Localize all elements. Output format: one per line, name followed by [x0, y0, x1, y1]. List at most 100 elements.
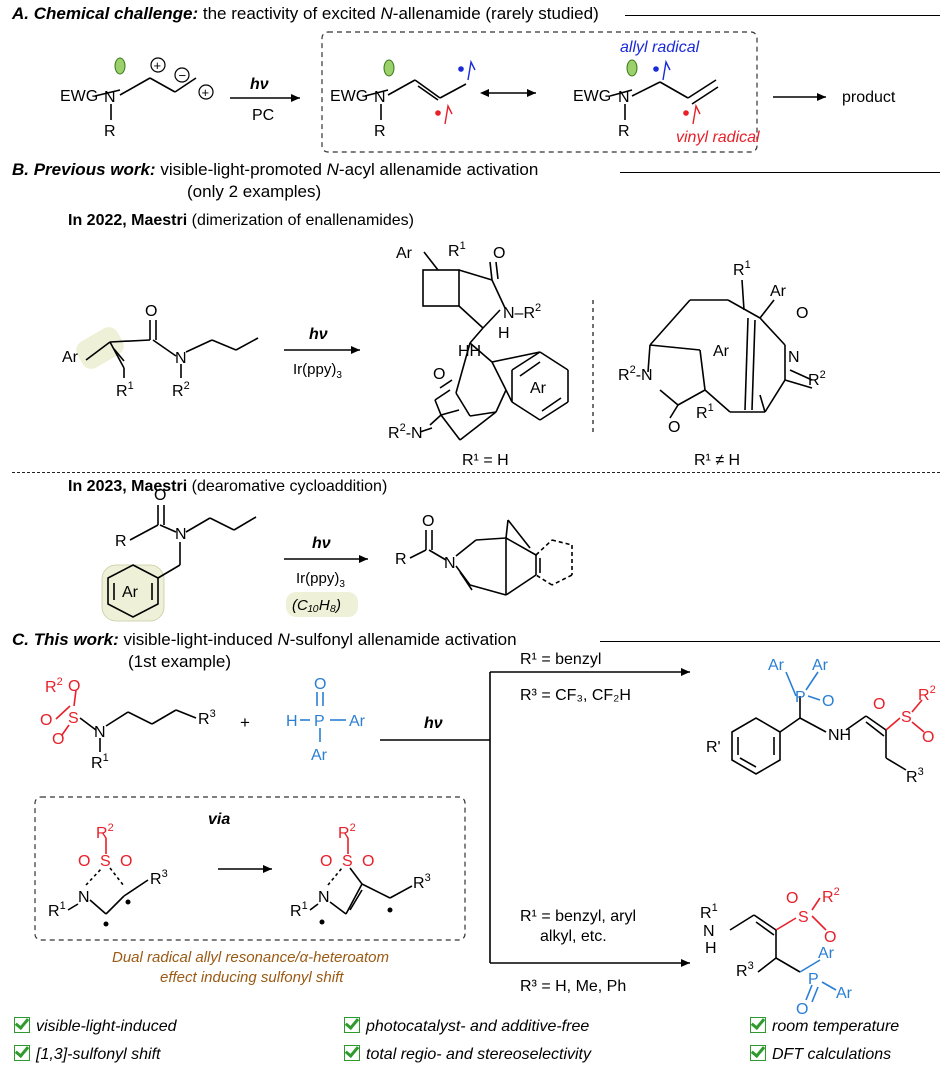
r2n-label: R2-N: [388, 422, 423, 442]
example-divider: [12, 472, 940, 473]
r1-label: R1: [733, 259, 751, 279]
radical-dot: [103, 921, 109, 927]
plus-sign: +: [240, 713, 250, 732]
ewg-label: EWG: [330, 88, 368, 105]
sulfur-label: S: [68, 710, 79, 727]
bottom-r3-condition: R³ = H, Me, Ph: [520, 978, 626, 995]
acyl-allenamide-structure: [107, 505, 257, 618]
section-b-header: B. Previous work: visible-light-promoted…: [12, 160, 539, 179]
feature-catalyst-free: photocatalyst- and additive-free: [344, 1017, 589, 1036]
feature-sulfonyl-shift: [1,3]-sulfonyl shift: [14, 1045, 161, 1064]
nitrogen-label: N: [374, 89, 386, 106]
allyl-radical-label: allyl radical: [620, 39, 700, 56]
oxygen-label: O: [873, 696, 885, 713]
nitrogen-label: N: [788, 349, 800, 366]
red-spin-arrow: [692, 103, 701, 125]
section-b-rule: [620, 172, 940, 173]
hh-label: HH: [458, 343, 481, 360]
enallenamide-structure: [85, 320, 259, 378]
r1-label: R1: [700, 902, 718, 922]
hv-label-c: hν: [424, 715, 443, 732]
ar-label: Ar: [770, 283, 787, 300]
red-radical-dot: [683, 110, 689, 116]
ar-label: Ar: [713, 343, 730, 360]
oxygen-label: O: [120, 853, 132, 870]
svg-text:+: +: [154, 58, 162, 73]
ar-label: Ar: [311, 747, 328, 764]
pc-label: PC: [252, 107, 274, 124]
oxygen-label: O: [362, 853, 374, 870]
oxygen-label: O: [796, 305, 808, 322]
section-c-header: C. This work: visible-light-induced N-su…: [12, 630, 517, 649]
dimer-product-2: [647, 279, 813, 419]
hv-label-a: hν: [250, 76, 269, 93]
r2-label: R2: [338, 822, 356, 842]
r3-label: R3: [413, 872, 431, 892]
cycloadduct-structure: [409, 519, 541, 596]
r1-not-h-label: R¹ ≠ H: [694, 452, 740, 469]
charge-minus: −: [174, 67, 190, 83]
svg-text:−: −: [179, 68, 187, 83]
r1-equals-h-label: R¹ = H: [462, 452, 509, 469]
r1-label: R1: [290, 900, 308, 920]
r2-label: R2: [918, 684, 936, 704]
sulfur-label: S: [901, 709, 912, 726]
product-label: product: [842, 89, 896, 106]
r1-label: R1: [91, 752, 109, 772]
oxygen-label: O: [145, 303, 157, 320]
ar-label: Ar: [812, 657, 829, 674]
ar-label: Ar: [818, 945, 835, 962]
hydrogen-label: H: [286, 713, 298, 730]
oxygen-label: O: [433, 366, 445, 383]
intermediate-1: [67, 838, 149, 915]
svg-text:+: +: [202, 85, 210, 100]
check-icon: [344, 1017, 360, 1033]
ewg-label: EWG: [60, 88, 98, 105]
feature-room-temperature: room temperature: [750, 1017, 899, 1036]
nh-label: NH: [828, 727, 851, 744]
r1-label: R1: [448, 240, 466, 260]
nitrogen-label: N: [94, 724, 106, 741]
check-icon: [14, 1017, 30, 1033]
r3-label: R3: [736, 960, 754, 980]
oxygen-label: O: [822, 693, 834, 710]
check-icon: [750, 1017, 766, 1033]
allenamide-structure: [94, 77, 197, 120]
phosphorus-label: P: [314, 713, 325, 730]
vinyl-radical-label: vinyl radical: [676, 129, 760, 146]
r2-label: R2: [808, 369, 826, 389]
red-spin-arrow: [444, 103, 453, 125]
sulfur-label: S: [342, 853, 353, 870]
section-b-note: (only 2 examples): [187, 182, 322, 201]
dimer-product-1: [419, 251, 569, 441]
radical-dot: [319, 919, 325, 925]
sulfur-label: S: [100, 853, 111, 870]
section-c-note: (1st example): [128, 652, 231, 671]
oxygen-label: O: [40, 712, 52, 729]
phosphorus-label: P: [808, 971, 819, 988]
r1-label: R1: [696, 402, 714, 422]
nitrogen-label: N: [618, 89, 630, 106]
irppy-label-b1: Ir(ppy)3: [293, 361, 342, 381]
bottom-r1b-condition: alkyl, etc.: [540, 928, 607, 945]
oxygen-label: O: [314, 676, 326, 693]
r-label: R: [618, 123, 630, 140]
additive-label: (C₁₀H₈): [292, 597, 341, 614]
via-box: [34, 796, 466, 941]
radical-dot: [387, 907, 393, 913]
nitrogen-label: N: [175, 526, 187, 543]
oxygen-label: O: [154, 487, 166, 504]
nitrogen-label: N: [444, 555, 456, 572]
resonance-box: [321, 31, 758, 153]
via-label: via: [208, 811, 230, 828]
oxygen-label: O: [922, 729, 934, 746]
r-label: R: [374, 123, 386, 140]
hv-label-b2: hν: [312, 535, 331, 552]
r3-label: R3: [906, 766, 924, 786]
blue-radical-dot: [458, 66, 464, 72]
oxygen-label: O: [320, 853, 332, 870]
red-radical-dot: [435, 110, 441, 116]
oxygen-label: O: [68, 678, 80, 695]
sulfonyl-allenamide: [55, 689, 197, 752]
